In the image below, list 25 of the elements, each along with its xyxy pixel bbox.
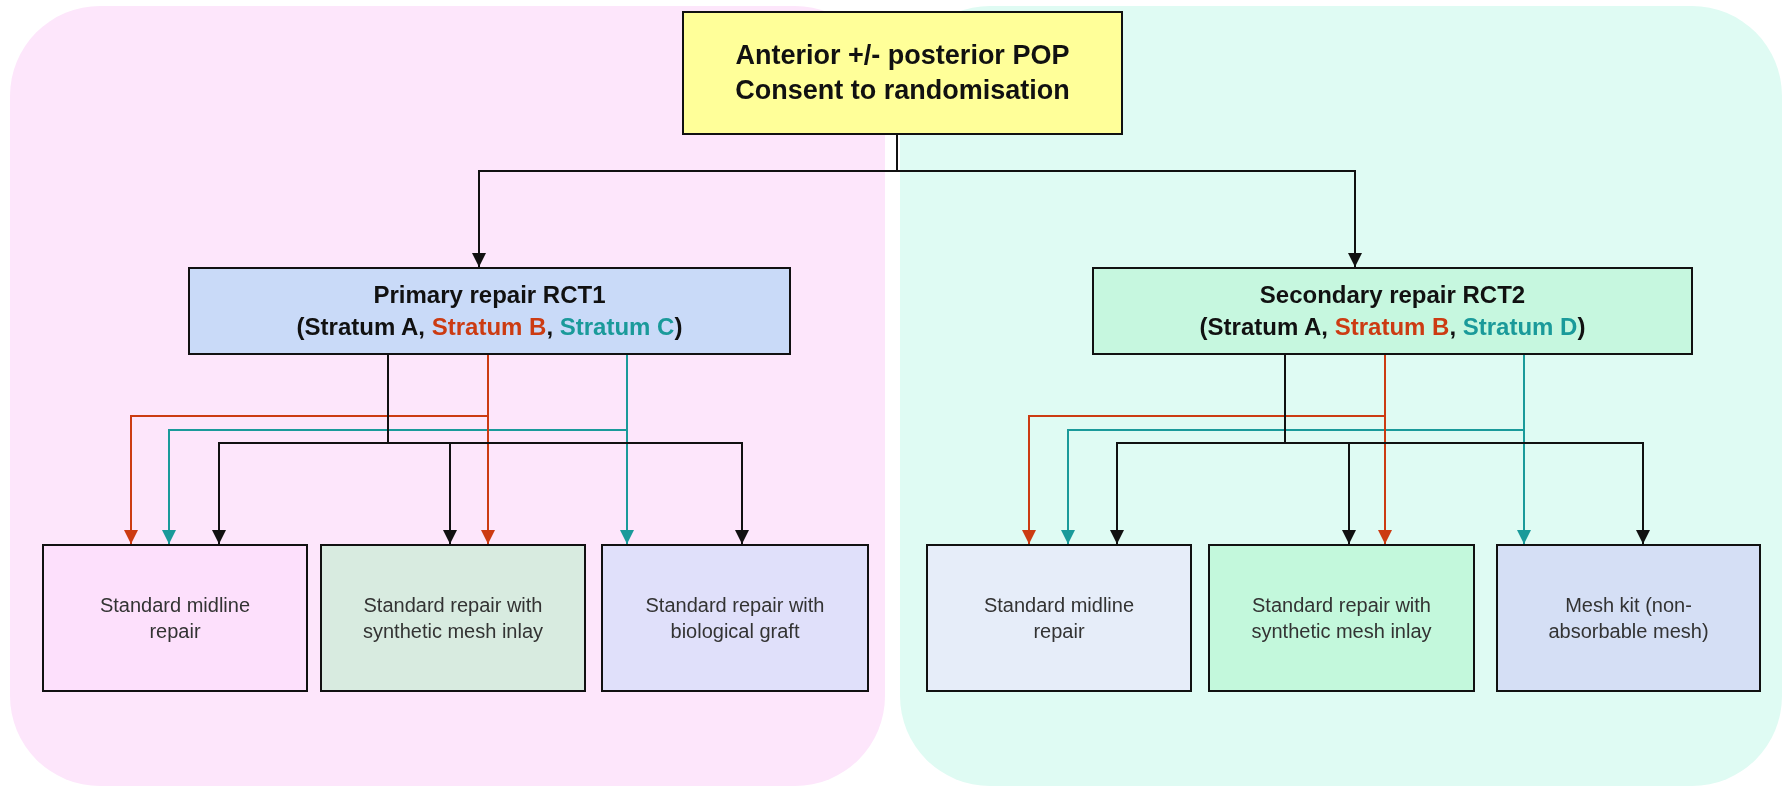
arm-text: Standard midline repair	[982, 593, 1136, 644]
arm-text: Standard repair with synthetic mesh inlay	[1250, 593, 1433, 644]
arm-text: Standard midline repair	[98, 593, 252, 644]
trial-box	[1092, 267, 1693, 355]
arrow	[1517, 354, 1531, 545]
arm-box	[42, 544, 308, 692]
arm-text: Mesh kit (non-absorbable mesh)	[1547, 593, 1710, 644]
trial-title: Primary repair RCT1	[373, 279, 606, 310]
arrow	[1378, 354, 1392, 545]
arm-box	[320, 544, 586, 692]
arm-box	[926, 544, 1192, 692]
arrow	[620, 354, 634, 545]
entry-box	[682, 11, 1123, 135]
trial-title: Secondary repair RCT2	[1259, 279, 1526, 310]
arm-text: Standard repair with synthetic mesh inlay	[361, 593, 545, 644]
strata-text: (Stratum A, Stratum B, Stratum D)	[1199, 312, 1586, 342]
group-panel	[10, 6, 885, 786]
heading-text: Anterior +/- posterior POP Consent to randomisation	[734, 38, 1071, 107]
arm-box	[601, 544, 869, 692]
arm-box	[1208, 544, 1475, 692]
arm-text: Standard repair with biological graft	[644, 593, 826, 644]
strata-text: (Stratum A, Stratum B, Stratum C)	[296, 312, 683, 342]
arrow	[481, 354, 495, 545]
arm-box	[1496, 544, 1761, 692]
trial-box	[188, 267, 791, 355]
